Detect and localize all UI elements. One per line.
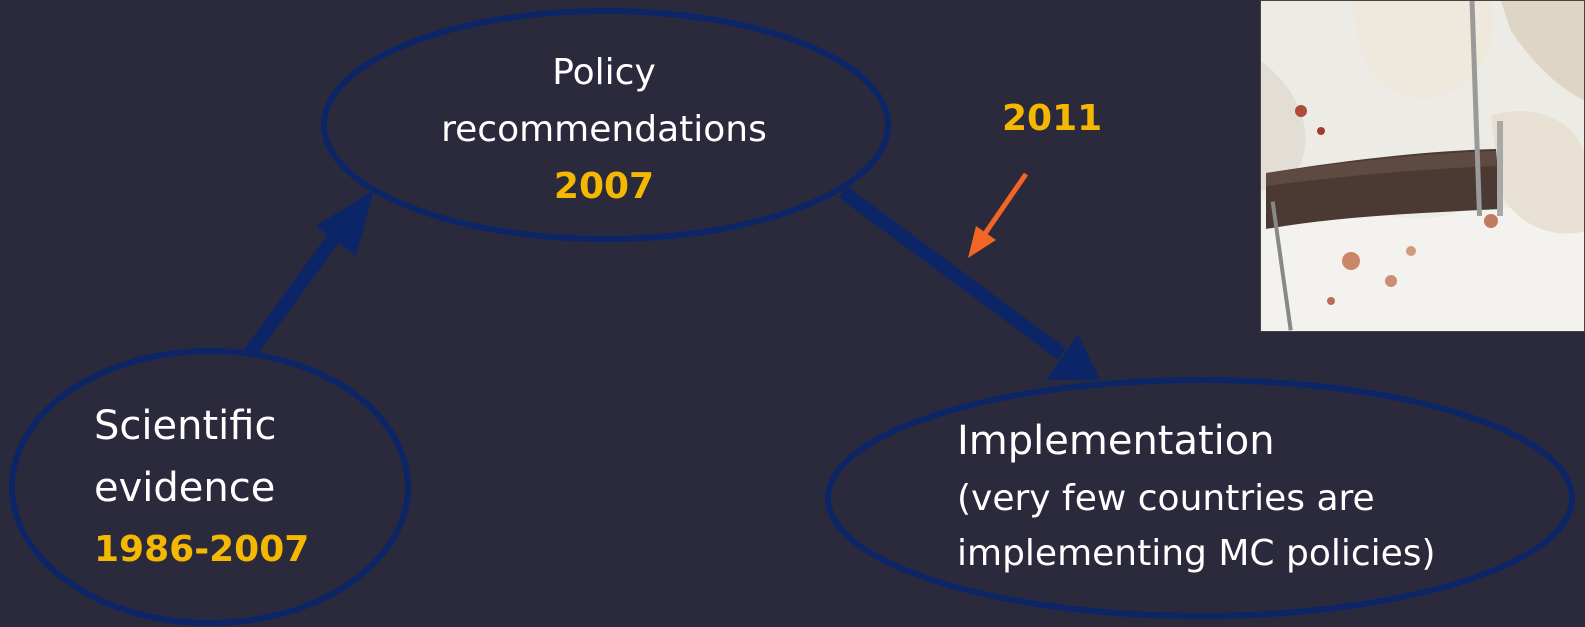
arrow-policy-to-implementation: [838, 186, 1100, 380]
implementation-title: Implementation: [957, 418, 1275, 464]
policy-ellipse: [321, 8, 891, 242]
implementation-note-line1: (very few countries are: [957, 478, 1375, 519]
arrow-science-to-policy: [244, 190, 374, 358]
annotation-year: 2011: [1002, 98, 1103, 139]
policy-line1: Policy: [552, 52, 656, 93]
science-ellipse: [9, 348, 411, 626]
science-line2: evidence: [94, 465, 276, 511]
science-node-label: Scientific evidence 1986-2007: [94, 395, 309, 581]
annotation-arrow: [968, 172, 1029, 258]
policy-line2: recommendations: [441, 109, 767, 150]
implementation-ellipse: [825, 377, 1575, 619]
surgery-photo: [1260, 0, 1585, 332]
implementation-node-label: Implementation (very few countries are i…: [957, 411, 1436, 581]
implementation-note-line2: implementing MC policies): [957, 533, 1436, 574]
surgery-photo-drawing: [1261, 1, 1584, 331]
policy-year: 2007: [553, 166, 655, 207]
policy-node-label: Policy recommendations 2007: [404, 44, 804, 215]
science-year: 1986-2007: [94, 529, 310, 570]
science-line1: Scientific: [94, 403, 277, 449]
